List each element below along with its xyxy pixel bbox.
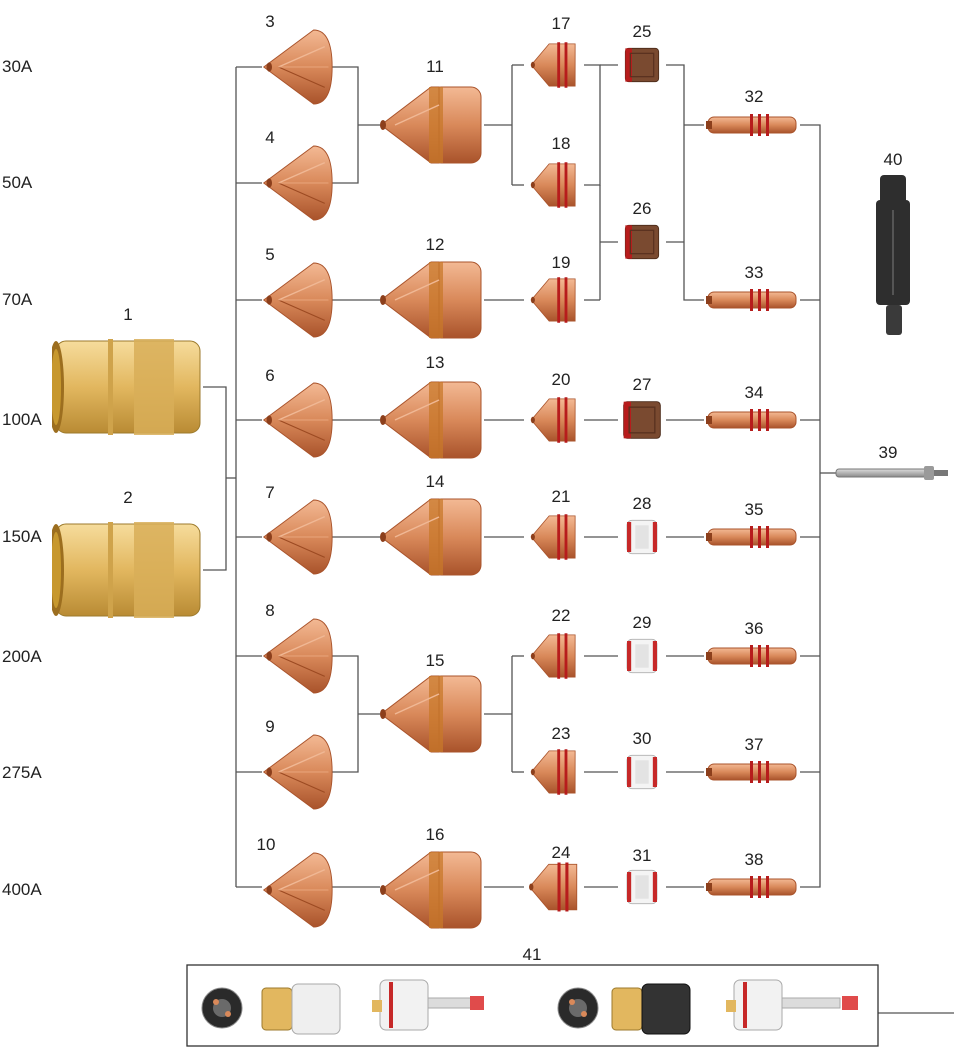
amperage-label-275a: 275A	[2, 763, 42, 782]
electrode-35	[705, 525, 797, 549]
nozzle-24	[528, 862, 578, 912]
part-number-13: 13	[425, 353, 445, 372]
part-number-32: 32	[744, 87, 764, 106]
nozzle-17	[530, 41, 576, 89]
electrode-36	[705, 644, 797, 668]
nozzle-20	[530, 396, 576, 444]
part-number-9: 9	[265, 717, 275, 736]
shield-3	[262, 29, 333, 105]
shield-7	[262, 499, 333, 575]
part-number-34: 34	[744, 383, 764, 402]
swirl-ring-28	[626, 519, 658, 555]
shield-10	[262, 852, 333, 928]
part-number-23: 23	[551, 724, 571, 743]
part-number-41: 41	[522, 945, 542, 964]
part-number-25: 25	[632, 22, 652, 41]
part-number-18: 18	[551, 134, 571, 153]
nozzle-23	[530, 748, 576, 796]
amperage-label-400a: 400A	[2, 880, 42, 899]
nozzle-cap-15	[379, 675, 482, 753]
part-number-14: 14	[425, 472, 445, 491]
amperage-label-200a: 200A	[2, 647, 42, 666]
nozzle-caps-column	[379, 86, 482, 929]
part-number-39: 39	[878, 443, 898, 462]
part-number-27: 27	[632, 375, 652, 394]
nozzle-cap-13	[379, 381, 482, 459]
part-number-26: 26	[632, 199, 652, 218]
part-number-8: 8	[265, 601, 275, 620]
part-number-12: 12	[425, 235, 445, 254]
electrode-38	[705, 875, 797, 899]
nozzle-cap-12	[379, 261, 482, 339]
shield-5	[262, 262, 333, 338]
swirl-ring-30	[626, 754, 658, 790]
part-number-20: 20	[551, 370, 571, 389]
nozzle-18	[530, 161, 576, 209]
part-number-2: 2	[123, 488, 133, 507]
amperage-label-70a: 70A	[2, 290, 33, 309]
retaining-cap-2	[52, 521, 201, 619]
part-number-30: 30	[632, 729, 652, 748]
part-number-38: 38	[744, 850, 764, 869]
part-number-35: 35	[744, 500, 764, 519]
nozzles-column	[528, 41, 578, 912]
electrode-33	[705, 288, 797, 312]
part-number-31: 31	[632, 846, 652, 865]
part-number-15: 15	[425, 651, 445, 670]
swirl-ring-26	[624, 224, 660, 260]
shield-4	[262, 145, 333, 221]
part-number-28: 28	[632, 494, 652, 513]
nozzle-22	[530, 632, 576, 680]
swirl-rings-column	[622, 47, 662, 905]
amperage-label-30a: 30A	[2, 57, 33, 76]
part-number-3: 3	[265, 12, 275, 31]
part-number-24: 24	[551, 843, 571, 862]
part-number-11: 11	[426, 57, 444, 76]
part-number-22: 22	[551, 606, 571, 625]
part-number-6: 6	[265, 366, 275, 385]
amperage-label-50a: 50A	[2, 173, 33, 192]
shields-column	[262, 29, 333, 928]
swirl-ring-29	[626, 638, 658, 674]
part-number-36: 36	[744, 619, 764, 638]
part-number-21: 21	[551, 487, 571, 506]
removal-tool-40	[876, 175, 910, 335]
shield-8	[262, 618, 333, 694]
electrode-34	[705, 408, 797, 432]
part-number-37: 37	[744, 735, 764, 754]
part-number-16: 16	[425, 825, 445, 844]
part-number-10: 10	[256, 835, 276, 854]
swirl-ring-27	[622, 400, 662, 440]
torch-heads-box-41	[186, 964, 879, 1047]
part-number-1: 1	[123, 305, 133, 324]
part-number-17: 17	[551, 14, 571, 33]
nozzle-21	[530, 513, 576, 561]
shield-9	[262, 734, 333, 810]
part-number-7: 7	[265, 483, 275, 502]
part-number-5: 5	[265, 245, 275, 264]
part-number-19: 19	[551, 253, 571, 272]
nozzle-cap-16	[379, 851, 482, 929]
amperage-label-100a: 100A	[2, 410, 42, 429]
part-number-40: 40	[883, 150, 903, 169]
part-number-29: 29	[632, 613, 652, 632]
nozzle-19	[530, 276, 576, 324]
nozzle-cap-14	[379, 498, 482, 576]
connector-lines	[203, 64, 954, 1014]
retaining-cap-1	[52, 338, 201, 436]
electrode-32	[705, 113, 797, 137]
nozzle-cap-11	[379, 86, 482, 164]
swirl-ring-31	[626, 869, 658, 905]
part-number-33: 33	[744, 263, 764, 282]
amperage-label-150a: 150A	[2, 527, 42, 546]
water-tube-39	[835, 466, 948, 480]
part-number-4: 4	[265, 128, 275, 147]
shield-6	[262, 382, 333, 458]
electrode-37	[705, 760, 797, 784]
swirl-ring-25	[624, 47, 660, 83]
